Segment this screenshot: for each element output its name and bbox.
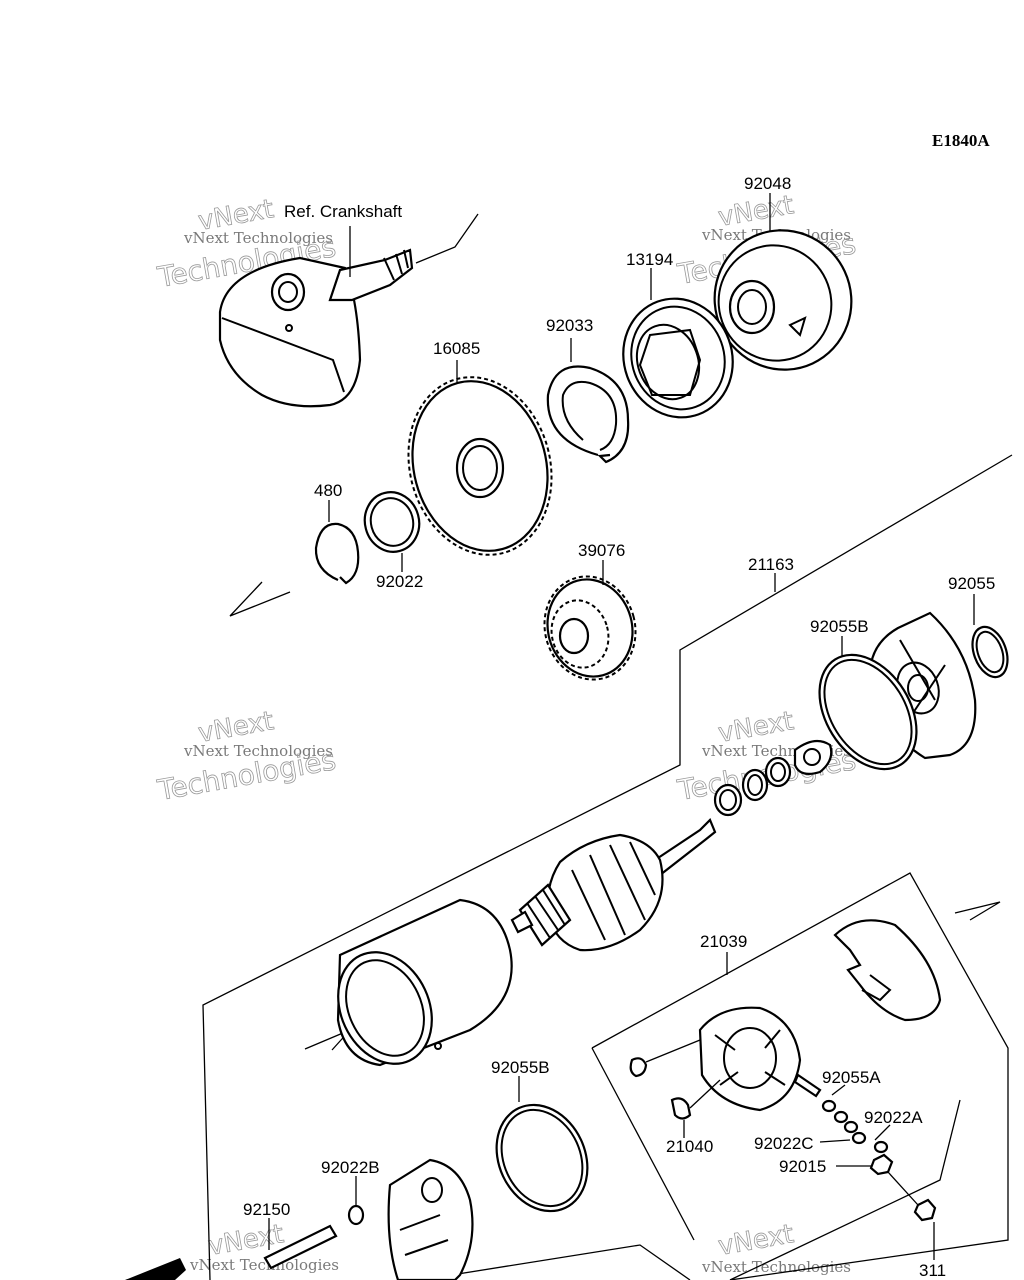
watermark-bottom-right: vNext vNext Technologies xyxy=(701,1219,851,1276)
part-shaft-washers xyxy=(713,739,833,817)
svg-text:vNext Technologies: vNext Technologies xyxy=(701,1258,851,1276)
part-92055-o-ring: 92055 xyxy=(948,574,1009,679)
label-311: 311 xyxy=(919,1261,946,1280)
brush-holder-frame xyxy=(419,872,1009,1280)
label-21040: 21040 xyxy=(666,1137,713,1156)
part-armature xyxy=(510,818,717,952)
part-92150-bolt: 92150 xyxy=(243,1200,338,1270)
label-92022C: 92022C xyxy=(754,1134,814,1153)
part-rear-cover xyxy=(387,1158,474,1280)
part-end-cap-brush-plate xyxy=(833,919,942,1022)
part-yoke-housing xyxy=(336,898,513,1067)
label-92055B-front: 92055B xyxy=(810,617,869,636)
svg-text:vNext Technologies: vNext Technologies xyxy=(183,229,333,247)
part-small-spring xyxy=(629,1039,701,1078)
label-480: 480 xyxy=(314,481,342,500)
front-direction-badge xyxy=(125,1258,186,1280)
label-92015: 92015 xyxy=(779,1157,826,1176)
label-21163: 21163 xyxy=(748,555,794,574)
label-92022: 92022 xyxy=(376,572,423,591)
label-92055: 92055 xyxy=(948,574,995,593)
label-92022B: 92022B xyxy=(321,1158,380,1177)
svg-text:vNext: vNext xyxy=(716,1219,796,1262)
starter-motor-frame xyxy=(202,454,1013,1280)
part-92048-flywheel: 92048 xyxy=(713,174,853,371)
part-13194-one-way-clutch: 13194 xyxy=(622,250,734,419)
label-92150: 92150 xyxy=(243,1200,290,1219)
svg-text:vNext Technologies: vNext Technologies xyxy=(183,742,333,760)
part-terminal-hardware xyxy=(821,1099,937,1222)
part-92033-circlip: 92033 xyxy=(546,316,630,464)
label-13194: 13194 xyxy=(626,250,673,269)
svg-text:vNext Technologies: vNext Technologies xyxy=(189,1256,339,1274)
part-21040-brush: 21040 xyxy=(666,1079,721,1156)
label-92022A: 92022A xyxy=(864,1108,923,1127)
label-39076: 39076 xyxy=(578,541,625,560)
label-92033: 92033 xyxy=(546,316,593,335)
diagram-code: E1840A xyxy=(932,131,990,150)
crankshaft-reference: Ref. Crankshaft xyxy=(218,202,414,408)
watermark-mid-left: vNext vNext Technologies Technologies xyxy=(154,706,339,808)
part-92055B-o-ring-rear: 92055B xyxy=(491,1058,589,1213)
part-480-circlip: 480 xyxy=(314,481,360,585)
part-39076-idle-gear: 39076 xyxy=(543,541,637,681)
part-21039-brush-holder xyxy=(698,1006,822,1112)
label-92055A: 92055A xyxy=(822,1068,881,1087)
label-21039: 21039 xyxy=(700,932,747,951)
part-92022-washer: 92022 xyxy=(363,491,423,591)
label-92055B-rear: 92055B xyxy=(491,1058,550,1077)
part-16085-starter-gear: 16085 xyxy=(407,339,553,556)
part-92055B-o-ring-front: 92055B xyxy=(810,617,918,771)
label-16085: 16085 xyxy=(433,339,480,358)
ref-crankshaft-label: Ref. Crankshaft xyxy=(284,202,402,221)
part-92022B-washer: 92022B xyxy=(321,1158,380,1226)
label-92048: 92048 xyxy=(744,174,791,193)
